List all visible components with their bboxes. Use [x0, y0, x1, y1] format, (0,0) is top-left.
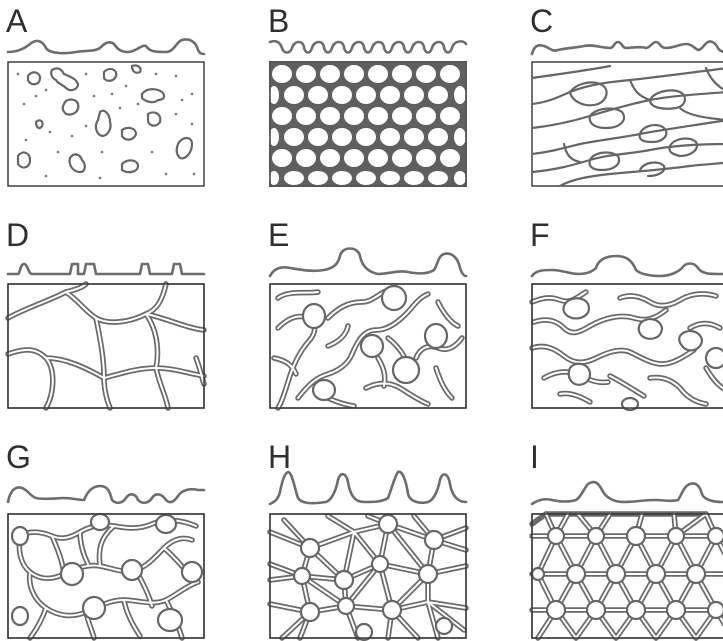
panel-b-figure	[268, 4, 468, 194]
panel-a: A	[6, 4, 206, 204]
surface-profile-g	[8, 486, 204, 503]
panel-f-figure	[530, 218, 723, 408]
surface-profile-d	[8, 264, 204, 274]
panel-e: E	[268, 218, 468, 418]
packed-background-b	[271, 63, 465, 185]
panel-d: D	[6, 218, 206, 418]
surface-profile-e	[270, 249, 466, 277]
surface-profile-b	[270, 41, 466, 52]
panel-e-figure	[268, 218, 468, 408]
panel-g: G	[6, 440, 206, 640]
surface-profile-f	[532, 256, 723, 276]
surface-profile-a	[8, 39, 204, 54]
panel-i-figure	[530, 440, 723, 640]
panel-a-figure	[6, 4, 206, 194]
surface-profile-i	[532, 482, 723, 504]
surface-profile-c	[532, 41, 723, 54]
panel-c-figure	[530, 4, 723, 194]
panel-h-figure	[268, 440, 468, 640]
panel-i: I	[530, 440, 723, 640]
surface-profile-h	[270, 472, 466, 504]
panel-g-figure	[6, 440, 206, 640]
panel-f: F	[530, 218, 723, 418]
panel-d-figure	[6, 218, 206, 408]
panel-b: B	[268, 4, 468, 204]
panel-h: H	[268, 440, 468, 640]
panel-c: C	[530, 4, 723, 204]
